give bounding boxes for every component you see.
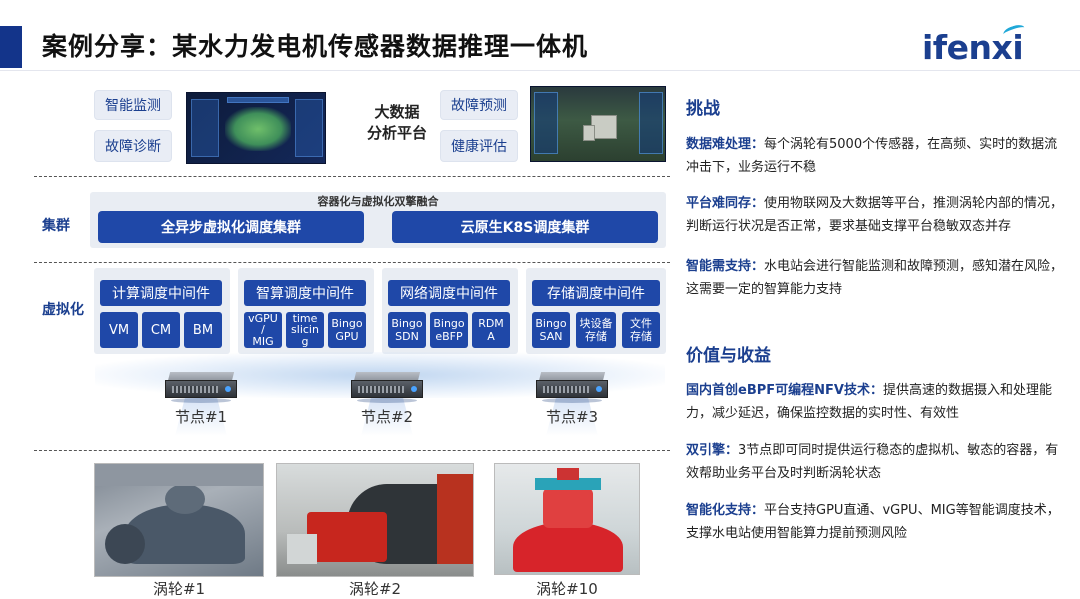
- mw-item-block-storage[interactable]: 块设备 存储: [576, 312, 616, 348]
- benefit-key: 双引擎：: [686, 443, 739, 458]
- page-title: 案例分享：某水力发电机传感器数据推理一体机: [42, 32, 589, 61]
- ai-compute-middleware-title[interactable]: 智算调度中间件: [244, 280, 366, 306]
- async-virtualization-cluster[interactable]: 全异步虚拟化调度集群: [98, 211, 364, 243]
- big-data-label-line1: 大数据: [374, 103, 420, 121]
- pill-fault-prediction[interactable]: 故障预测: [440, 90, 518, 120]
- benefit-key: 智能化支持：: [686, 503, 765, 518]
- mw-item-vgpu-mig[interactable]: vGPU / MIG: [244, 312, 282, 348]
- turbine-label-1: 涡轮#1: [152, 580, 206, 598]
- benefit-item-dual-engine: 双引擎：3节点即可同时提供运行稳态的虚拟机、敏态的容器，有效帮助业务平台及时判断…: [686, 439, 1066, 485]
- challenge-key: 智能需支持：: [686, 259, 765, 274]
- mw-item-bm[interactable]: BM: [184, 312, 222, 348]
- pill-fault-diagnosis[interactable]: 故障诊断: [94, 130, 172, 162]
- separator-dashed-3: [34, 450, 670, 451]
- separator-dashed-1: [34, 176, 670, 177]
- benefits-title: 价值与收益: [686, 346, 771, 366]
- challenge-item-intelligence: 智能需支持：水电站会进行智能监测和故障预测，感知潜在风险，这需要一定的智算能力支…: [686, 255, 1066, 301]
- benefit-item-intelligence: 智能化支持：平台支持GPU直通、vGPU、MIG等智能调度技术，支撑水电站使用智…: [686, 499, 1066, 545]
- pill-smart-monitoring[interactable]: 智能监测: [94, 90, 172, 120]
- turbine-photo-10: [494, 463, 640, 575]
- network-middleware-title[interactable]: 网络调度中间件: [388, 280, 510, 306]
- row-label-virtualization: 虚拟化: [42, 302, 84, 318]
- challenge-item-platform: 平台难同存：使用物联网及大数据等平台，推测涡轮内部的情况，判断运行状况是否正常，…: [686, 192, 1066, 238]
- server-icon: [536, 372, 608, 403]
- cloud-native-k8s-cluster[interactable]: 云原生K8S调度集群: [392, 211, 658, 243]
- header-divider: [0, 70, 1080, 71]
- big-data-platform-label: 大数据 分析平台: [362, 102, 432, 144]
- node-label-2: 节点#2: [360, 408, 414, 426]
- mw-item-bingo-san[interactable]: Bingo SAN: [532, 312, 570, 348]
- compute-middleware-title[interactable]: 计算调度中间件: [100, 280, 222, 306]
- node-label-3: 节点#3: [545, 408, 599, 426]
- challenge-item-data: 数据难处理：每个涡轮有5000个传感器，在高频、实时的数据流冲击下，业务运行不稳: [686, 133, 1066, 179]
- node-beam-3: [546, 396, 598, 436]
- plant-3d-dashboard-screenshot: [530, 86, 666, 162]
- mw-item-cm[interactable]: CM: [142, 312, 180, 348]
- challenge-key: 数据难处理：: [686, 137, 765, 152]
- turbine-label-10: 涡轮#10: [536, 580, 598, 598]
- cluster-caption: 容器化与虚拟化双擎融合: [317, 195, 439, 208]
- ifenxi-logo: ifenxi: [922, 22, 1027, 67]
- mw-item-rdma[interactable]: RDM A: [472, 312, 510, 348]
- storage-middleware-title[interactable]: 存储调度中间件: [532, 280, 660, 306]
- challenge-text: 水电站会进行智能监测和故障预测，感知潜在风险，这需要一定的智算能力支持: [686, 259, 1064, 297]
- turbine-label-2: 涡轮#2: [348, 580, 402, 598]
- node-label-1: 节点#1: [174, 408, 228, 426]
- challenges-title: 挑战: [686, 99, 720, 119]
- challenge-key: 平台难同存：: [686, 196, 765, 211]
- mw-item-file-storage[interactable]: 文件 存储: [622, 312, 660, 348]
- node-beam-1: [175, 396, 227, 436]
- row-label-cluster: 集群: [42, 218, 70, 234]
- challenge-text: 每个涡轮有5000个传感器，在高频、实时的数据流冲击下，业务运行不稳: [686, 137, 1058, 175]
- server-icon: [165, 372, 237, 403]
- benefit-text: 3节点即可同时提供运行稳态的虚拟机、敏态的容器，有效帮助业务平台及时判断涡轮状态: [686, 443, 1059, 481]
- benefit-text: 提供高速的数据摄入和处理能力，减少延迟，确保监控数据的实时性、有效性: [686, 383, 1052, 421]
- monitoring-dashboard-screenshot: [186, 92, 326, 164]
- header-accent-bar: [0, 26, 22, 68]
- challenge-text: 使用物联网及大数据等平台，推测涡轮内部的情况，判断运行状况是否正常，要求基础支撑…: [686, 196, 1064, 234]
- mw-item-bingo-gpu[interactable]: Bingo GPU: [328, 312, 366, 348]
- turbine-photo-1: [94, 463, 264, 577]
- mw-item-vm[interactable]: VM: [100, 312, 138, 348]
- mw-item-time-slicing[interactable]: time slicin g: [286, 312, 324, 348]
- mw-item-bingo-sdn[interactable]: Bingo SDN: [388, 312, 426, 348]
- logo-text: ifenxi: [922, 28, 1024, 67]
- big-data-label-line2: 分析平台: [366, 124, 427, 142]
- benefit-text: 平台支持GPU直通、vGPU、MIG等智能调度技术，支撑水电站使用智能算力提前预…: [686, 503, 1060, 541]
- benefit-key: 国内首创eBPF可编程NFV技术：: [686, 383, 883, 398]
- server-icon: [351, 372, 423, 403]
- benefit-item-ebpf: 国内首创eBPF可编程NFV技术：提供高速的数据摄入和处理能力，减少延迟，确保监…: [686, 379, 1066, 425]
- mw-item-bingo-ebfp[interactable]: Bingo eBFP: [430, 312, 468, 348]
- turbine-photo-2: [276, 463, 474, 577]
- pill-health-assessment[interactable]: 健康评估: [440, 130, 518, 162]
- separator-dashed-2: [34, 262, 670, 263]
